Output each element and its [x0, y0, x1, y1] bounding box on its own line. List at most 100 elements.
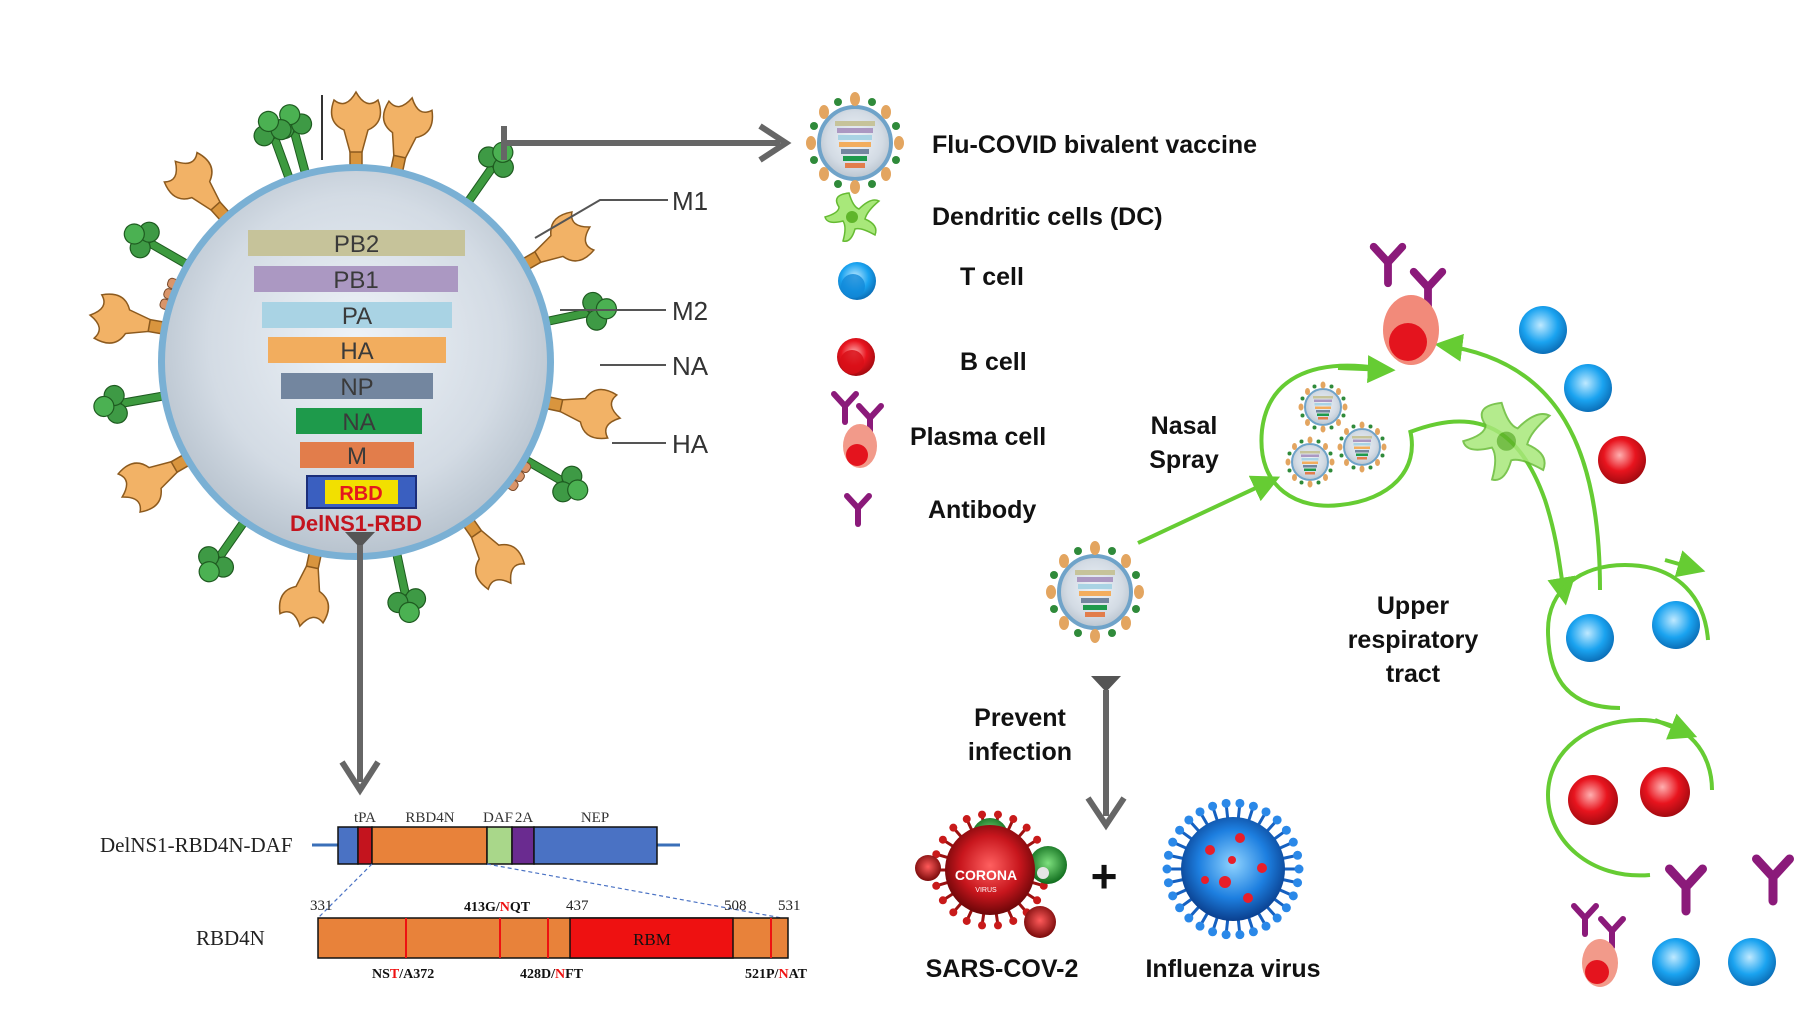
mutation-372: NST/A372 — [372, 967, 434, 982]
m1-label: M1 — [672, 186, 708, 216]
immune-flow: Nasal Spray — [915, 247, 1790, 987]
position-331: 331 — [310, 898, 333, 914]
antibodies-lower — [1670, 859, 1790, 911]
segment-label-na: NA — [342, 409, 375, 436]
nasal-loop-head — [1337, 355, 1396, 384]
rbm-label: RBM — [633, 930, 671, 949]
part-label-daf: DAF — [483, 810, 513, 826]
sars-cov-2-image: CORONA VIRUS — [915, 810, 1067, 938]
t-cells-lower — [1652, 938, 1776, 986]
legend-t-cell-icon — [838, 262, 876, 300]
t-cell-loop — [1545, 562, 1710, 710]
tpa-segment — [357, 826, 373, 865]
construct-5prime-segment — [337, 826, 359, 865]
mutation-521: 521P/NAT — [745, 967, 808, 982]
spray-vaccine-virus — [1044, 539, 1146, 645]
part-label-nep: NEP — [581, 810, 609, 826]
ha-label: HA — [672, 429, 709, 459]
legend-dc-label: Dendritic cells (DC) — [932, 203, 1163, 231]
ha-spike — [163, 151, 235, 226]
segment-pb1 — [254, 266, 458, 292]
legend-t-cell-label: T cell — [960, 263, 1024, 291]
segment-pb2 — [248, 230, 465, 256]
segment-label-pa: PA — [342, 303, 372, 330]
legend-antibody-label: Antibody — [928, 496, 1036, 524]
legend-arrow — [501, 123, 792, 163]
m2-label: M2 — [672, 296, 708, 326]
nep-segment — [533, 826, 658, 865]
legend: Flu-COVID bivalent vaccine Dendritic cel… — [804, 90, 1257, 524]
prevent-arrow-tab — [1091, 676, 1121, 692]
legend-plasma-cell-icon — [834, 394, 881, 468]
na-spike — [93, 384, 171, 424]
prevent-infection-label-line2: infection — [968, 738, 1072, 766]
position-508: 508 — [724, 898, 747, 914]
upper-respiratory-label-line3: tract — [1386, 660, 1441, 688]
segment-label-m: M — [347, 443, 367, 470]
upper-respiratory-label-line2: respiratory — [1348, 626, 1479, 654]
na-spike — [387, 546, 427, 624]
segment-label-ha: HA — [340, 338, 373, 365]
nasal-spray-label-line1: Nasal — [1151, 412, 1218, 440]
upper-respiratory-label-line1: Upper — [1377, 592, 1450, 620]
position-531: 531 — [778, 898, 801, 914]
segment-ha — [268, 337, 446, 363]
zoom-line-right — [486, 863, 783, 919]
influenza-virus-label: Influenza virus — [1145, 955, 1320, 983]
zoom-line-left — [317, 863, 373, 919]
na-spike — [198, 514, 251, 583]
prevent-arrow-head — [1085, 796, 1127, 831]
ha-spike — [330, 90, 382, 173]
legend-antibody-icon — [847, 496, 869, 524]
nasal-vaccine-virus-3 — [1336, 420, 1388, 474]
ha-spike — [278, 545, 330, 628]
nasal-vaccine-virus-2 — [1284, 435, 1336, 489]
legend-vaccine-label: Flu-COVID bivalent vaccine — [932, 131, 1257, 159]
nasal-spray-label-line2: Spray — [1149, 446, 1219, 474]
plasma-cell-top — [1374, 247, 1443, 365]
dc-to-lymph-arrow — [1409, 419, 1576, 606]
m1-callout-line — [534, 199, 668, 239]
segment-label-pb1: PB1 — [333, 267, 378, 294]
segment-pa — [262, 302, 452, 328]
t-cell-help-arrow — [1434, 333, 1602, 591]
nasal-cavity-loop — [1259, 363, 1414, 508]
spray-to-nasal-arrow — [1137, 475, 1281, 545]
t-cells-upper — [1519, 306, 1612, 412]
segment-label-pb2: PB2 — [334, 231, 379, 258]
legend-b-cell-label: B cell — [960, 348, 1027, 376]
t-cell-cluster — [1566, 601, 1700, 662]
legend-b-cell-icon — [837, 338, 875, 376]
t-cell-loop-head — [1664, 550, 1706, 578]
rbd4n-name: RBD4N — [196, 926, 265, 950]
b-cell-single — [1598, 436, 1646, 484]
rbm-region — [569, 917, 734, 959]
position-437: 437 — [566, 898, 589, 914]
na-spike — [253, 110, 296, 186]
influenza-virus-image — [1162, 798, 1304, 940]
rbd-highlight — [325, 480, 398, 504]
construct-name: DelNS1-RBD4N-DAF — [100, 833, 293, 857]
segment-m — [300, 442, 414, 468]
legend-vaccine-icon — [804, 90, 906, 196]
construct-arrow — [339, 532, 381, 796]
plasma-cell-bottom — [1574, 906, 1623, 987]
part-label-rbd4n: RBD4N — [405, 810, 454, 826]
daf-segment — [486, 826, 513, 865]
mutation-428: 428D/NFT — [520, 967, 584, 982]
part-label-tpa: tPA — [354, 810, 376, 826]
plus-sign: + — [1091, 850, 1118, 902]
na-label: NA — [672, 351, 709, 381]
segment-na — [296, 408, 422, 434]
2a-segment — [511, 826, 535, 865]
ha-spike — [116, 450, 196, 513]
ha-spike — [459, 513, 526, 591]
dendritic-cell — [1462, 401, 1552, 481]
rbd-label: RBD — [339, 483, 382, 505]
b-cell-loop-head — [1654, 713, 1698, 740]
mutation-413: 413G/NQT — [464, 900, 531, 915]
ha-spike — [539, 388, 622, 440]
